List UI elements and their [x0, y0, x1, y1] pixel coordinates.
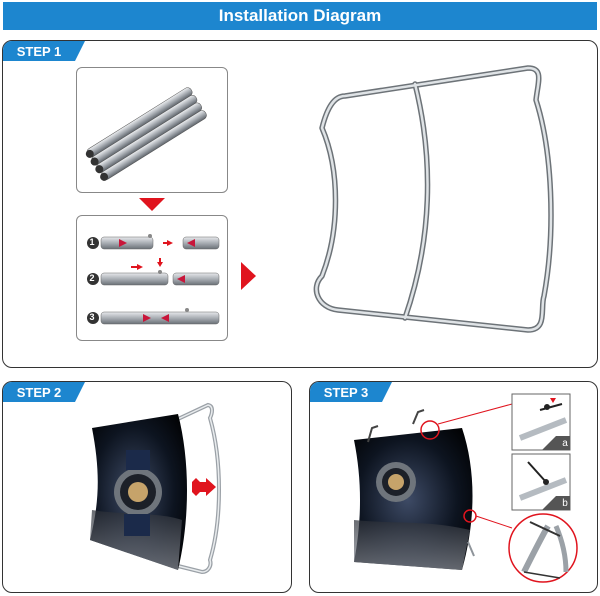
- inset-b-label: b: [560, 498, 570, 510]
- bundled-poles-box: [76, 67, 228, 193]
- bundled-poles-icon: [77, 68, 227, 192]
- inset-a-label: a: [560, 438, 570, 450]
- substep-3-number: 3: [87, 312, 97, 322]
- step1-tab: STEP 1: [3, 41, 75, 61]
- pole-connection-diagram: [77, 216, 227, 340]
- step3-label: STEP 3: [324, 385, 369, 400]
- substep-2-number: 2: [87, 273, 97, 283]
- step3-tab: STEP 3: [310, 382, 382, 402]
- pole-connection-box: [76, 215, 228, 341]
- step2-panel: STEP 2: [2, 381, 292, 593]
- substep-1-number: 1: [87, 237, 97, 247]
- step2-tab: STEP 2: [3, 382, 75, 402]
- step2-label: STEP 2: [17, 385, 62, 400]
- step3-panel: STEP 3: [309, 381, 598, 593]
- step1-label: STEP 1: [17, 44, 62, 59]
- diagram-title: Installation Diagram: [3, 2, 597, 30]
